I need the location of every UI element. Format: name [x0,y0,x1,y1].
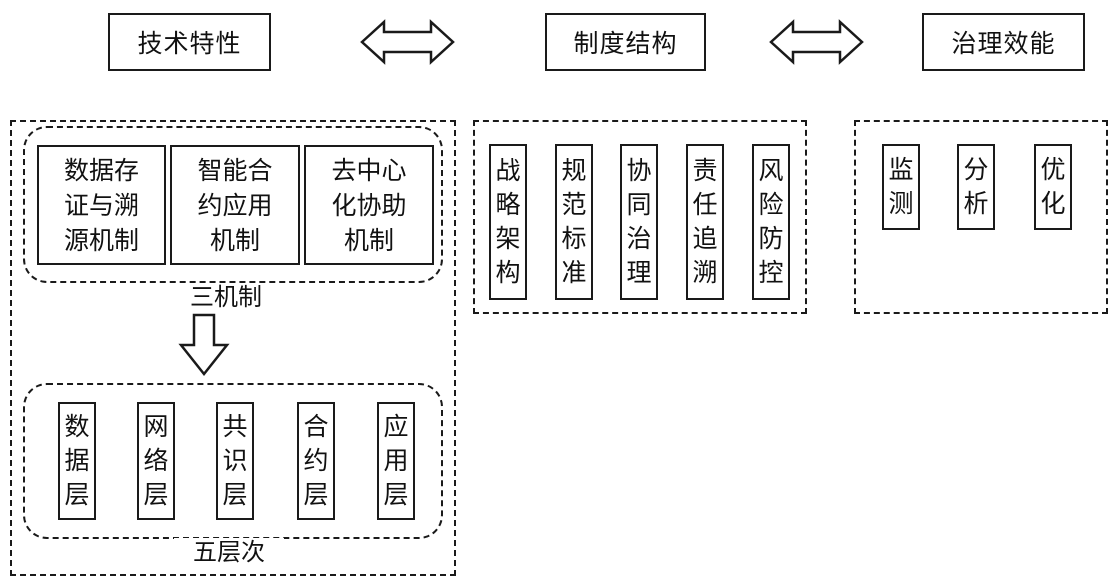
institutional-structure-box: 制度结构 [545,13,706,71]
governance-optimization: 优 化 [1034,144,1072,230]
institution-collaborative-governance: 协 同 治 理 [620,144,658,300]
down-arrow-icon [178,313,230,377]
layer-contract: 合 约 层 [297,402,335,520]
mechanism-data-evidence: 数据存 证与溯 源机制 [37,145,166,265]
governance-analysis: 分 析 [957,144,995,230]
mechanisms-group [23,126,443,283]
mechanism-smart-contract: 智能合 约应用 机制 [170,145,300,265]
tech-panel [10,120,456,576]
institution-norms-standards: 规 范 标 准 [555,144,593,300]
layer-network: 网 络 层 [137,402,175,520]
double-arrow-icon-left [360,19,455,65]
double-arrow-icon-right [769,19,864,65]
layer-data: 数 据 层 [58,402,96,520]
layers-caption: 五层次 [174,538,284,566]
institution-panel [473,120,807,314]
layer-consensus: 共 识 层 [216,402,254,520]
governance-panel [854,120,1108,314]
institution-accountability-tracing: 责 任 追 溯 [686,144,724,300]
institution-risk-control: 风 险 防 控 [752,144,790,300]
institution-strategic-architecture: 战 略 架 构 [489,144,527,300]
governance-monitoring: 监 测 [882,144,920,230]
governance-efficacy-box: 治理效能 [922,13,1085,71]
layer-application: 应 用 层 [377,402,415,520]
tech-characteristics-box: 技术特性 [108,13,271,71]
mechanism-decentralized: 去中心 化协助 机制 [304,145,434,265]
mechanisms-caption: 三机制 [171,283,281,311]
